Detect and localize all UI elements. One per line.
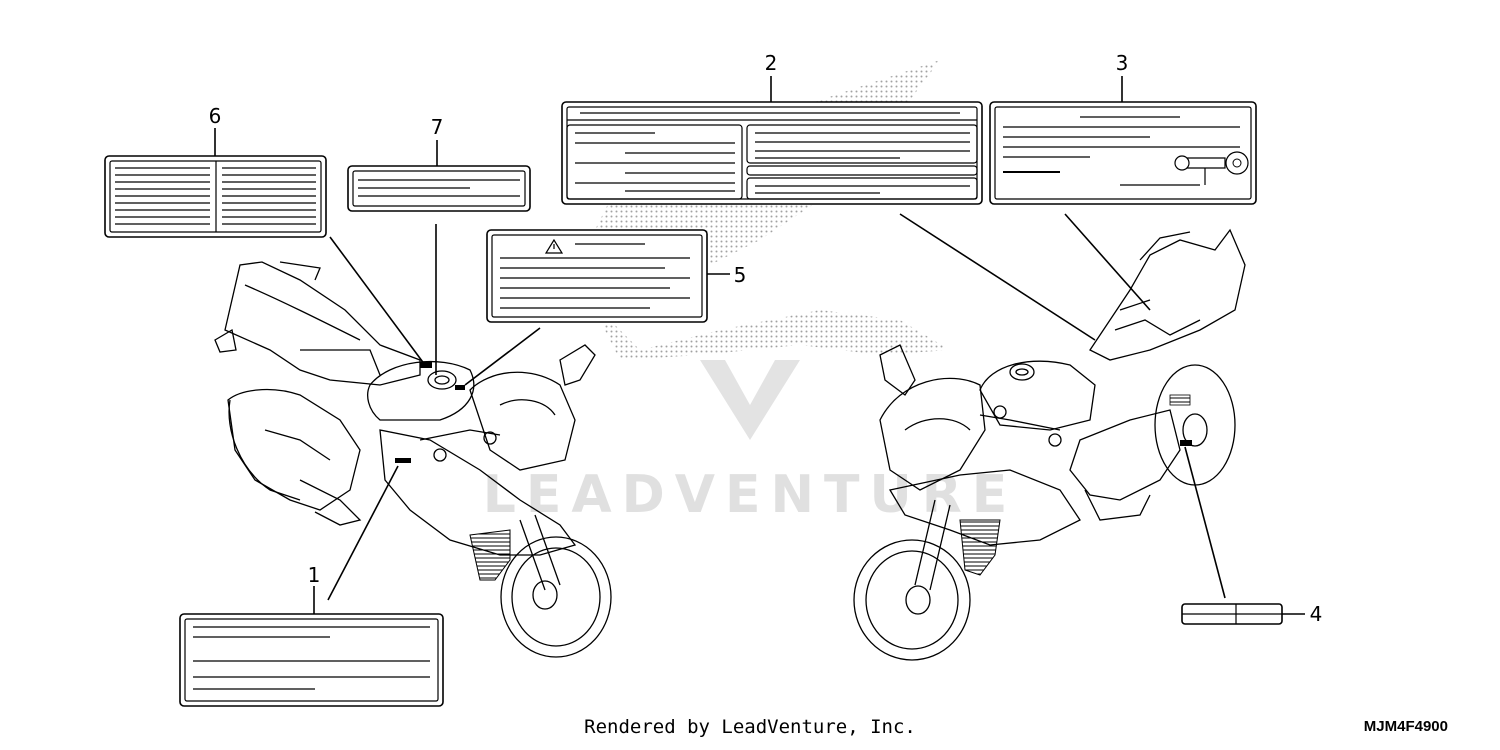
motorcycle-right-view [853, 228, 1246, 661]
watermark-text: LEADVENTURE [483, 465, 1018, 525]
tool-wrench-icon [1174, 151, 1249, 185]
label-part-6[interactable] [104, 155, 327, 238]
label-part-2[interactable] [561, 101, 983, 205]
rendered-by-credit: Rendered by LeadVenture, Inc. [584, 716, 916, 738]
leadventure-watermark: LEADVENTURE [483, 360, 1018, 525]
callout-6: 6 [209, 104, 222, 128]
diagram-code: MJM4F4900 [1363, 718, 1448, 735]
label-part-5[interactable] [486, 229, 708, 323]
leader-lines [214, 76, 1305, 615]
callout-7: 7 [431, 115, 444, 139]
label-part-1[interactable] [179, 613, 444, 707]
callout-1: 1 [308, 563, 321, 587]
label-part-4[interactable] [1181, 603, 1283, 625]
motorcycle-left-view [214, 261, 612, 658]
callout-4: 4 [1310, 602, 1323, 626]
callout-2: 2 [765, 51, 778, 75]
label-part-7[interactable] [347, 165, 531, 212]
callout-5: 5 [734, 263, 747, 287]
callout-3: 3 [1116, 51, 1129, 75]
label-6-lines [115, 167, 316, 225]
label-part-3[interactable] [989, 101, 1257, 205]
